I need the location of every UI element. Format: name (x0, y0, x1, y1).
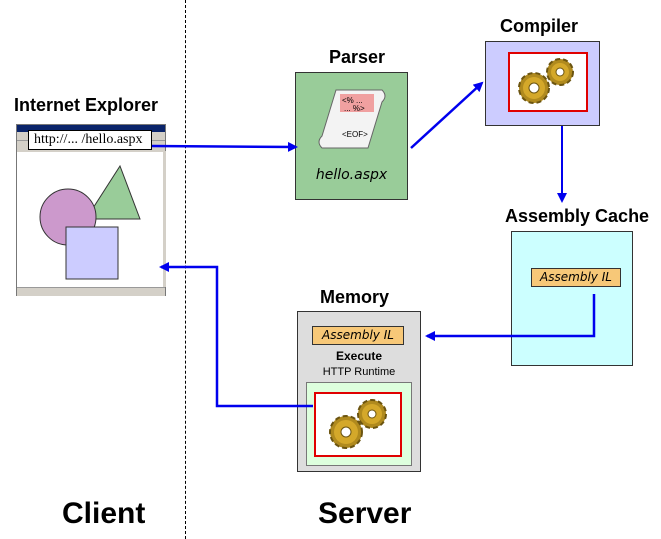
browser-content-shapes (39, 164, 141, 280)
arrow-browser-to-parser (151, 141, 298, 152)
browser-scrollbar[interactable] (163, 151, 166, 287)
arrow-runtime-to-browser (159, 262, 313, 408)
parser-file-label: hello.aspx (315, 167, 388, 183)
browser-titlebar (17, 125, 165, 132)
memory-box: Assembly IL Execute HTTP Runtime (297, 311, 421, 472)
compiler-title: Compiler (500, 16, 579, 36)
runtime-area (306, 382, 412, 466)
scroll-eof: <EOF> (342, 130, 368, 139)
assembly-cache-box: Assembly IL (511, 231, 633, 366)
browser-statusbar (17, 287, 165, 296)
http-runtime-label: HTTP Runtime (322, 366, 396, 378)
browser-title: Internet Explorer (14, 95, 159, 115)
memory-title: Memory (320, 287, 390, 307)
assembly-cache-title: Assembly Cache (505, 206, 650, 226)
browser-window (16, 124, 166, 296)
compiler-gear-frame (508, 52, 588, 112)
arrow-cache-to-memory (425, 294, 596, 341)
parser-box: <% ... ... %> <EOF> hello.aspx (295, 72, 408, 200)
triangle-shape (85, 164, 141, 220)
assembly-il-tag-memory: Assembly IL (312, 326, 404, 345)
runtime-gear-frame (314, 392, 402, 457)
scroll-text-1: <% ... (342, 96, 363, 105)
parser-title: Parser (329, 47, 386, 67)
gears-icon (329, 399, 387, 449)
execute-label: Execute (335, 349, 383, 363)
url-field[interactable]: http://... /hello.aspx (28, 130, 152, 150)
server-label: Server (318, 497, 412, 530)
gears-icon (518, 58, 574, 104)
square-shape (65, 226, 119, 280)
compiler-box (485, 41, 600, 126)
arrow-parser-to-compiler (410, 81, 484, 149)
scroll-text-2: ... %> (344, 104, 365, 113)
assembly-il-tag-cache: Assembly IL (531, 268, 621, 287)
client-label: Client (62, 497, 146, 530)
client-server-divider (185, 0, 186, 539)
scroll-document-icon (318, 89, 386, 149)
